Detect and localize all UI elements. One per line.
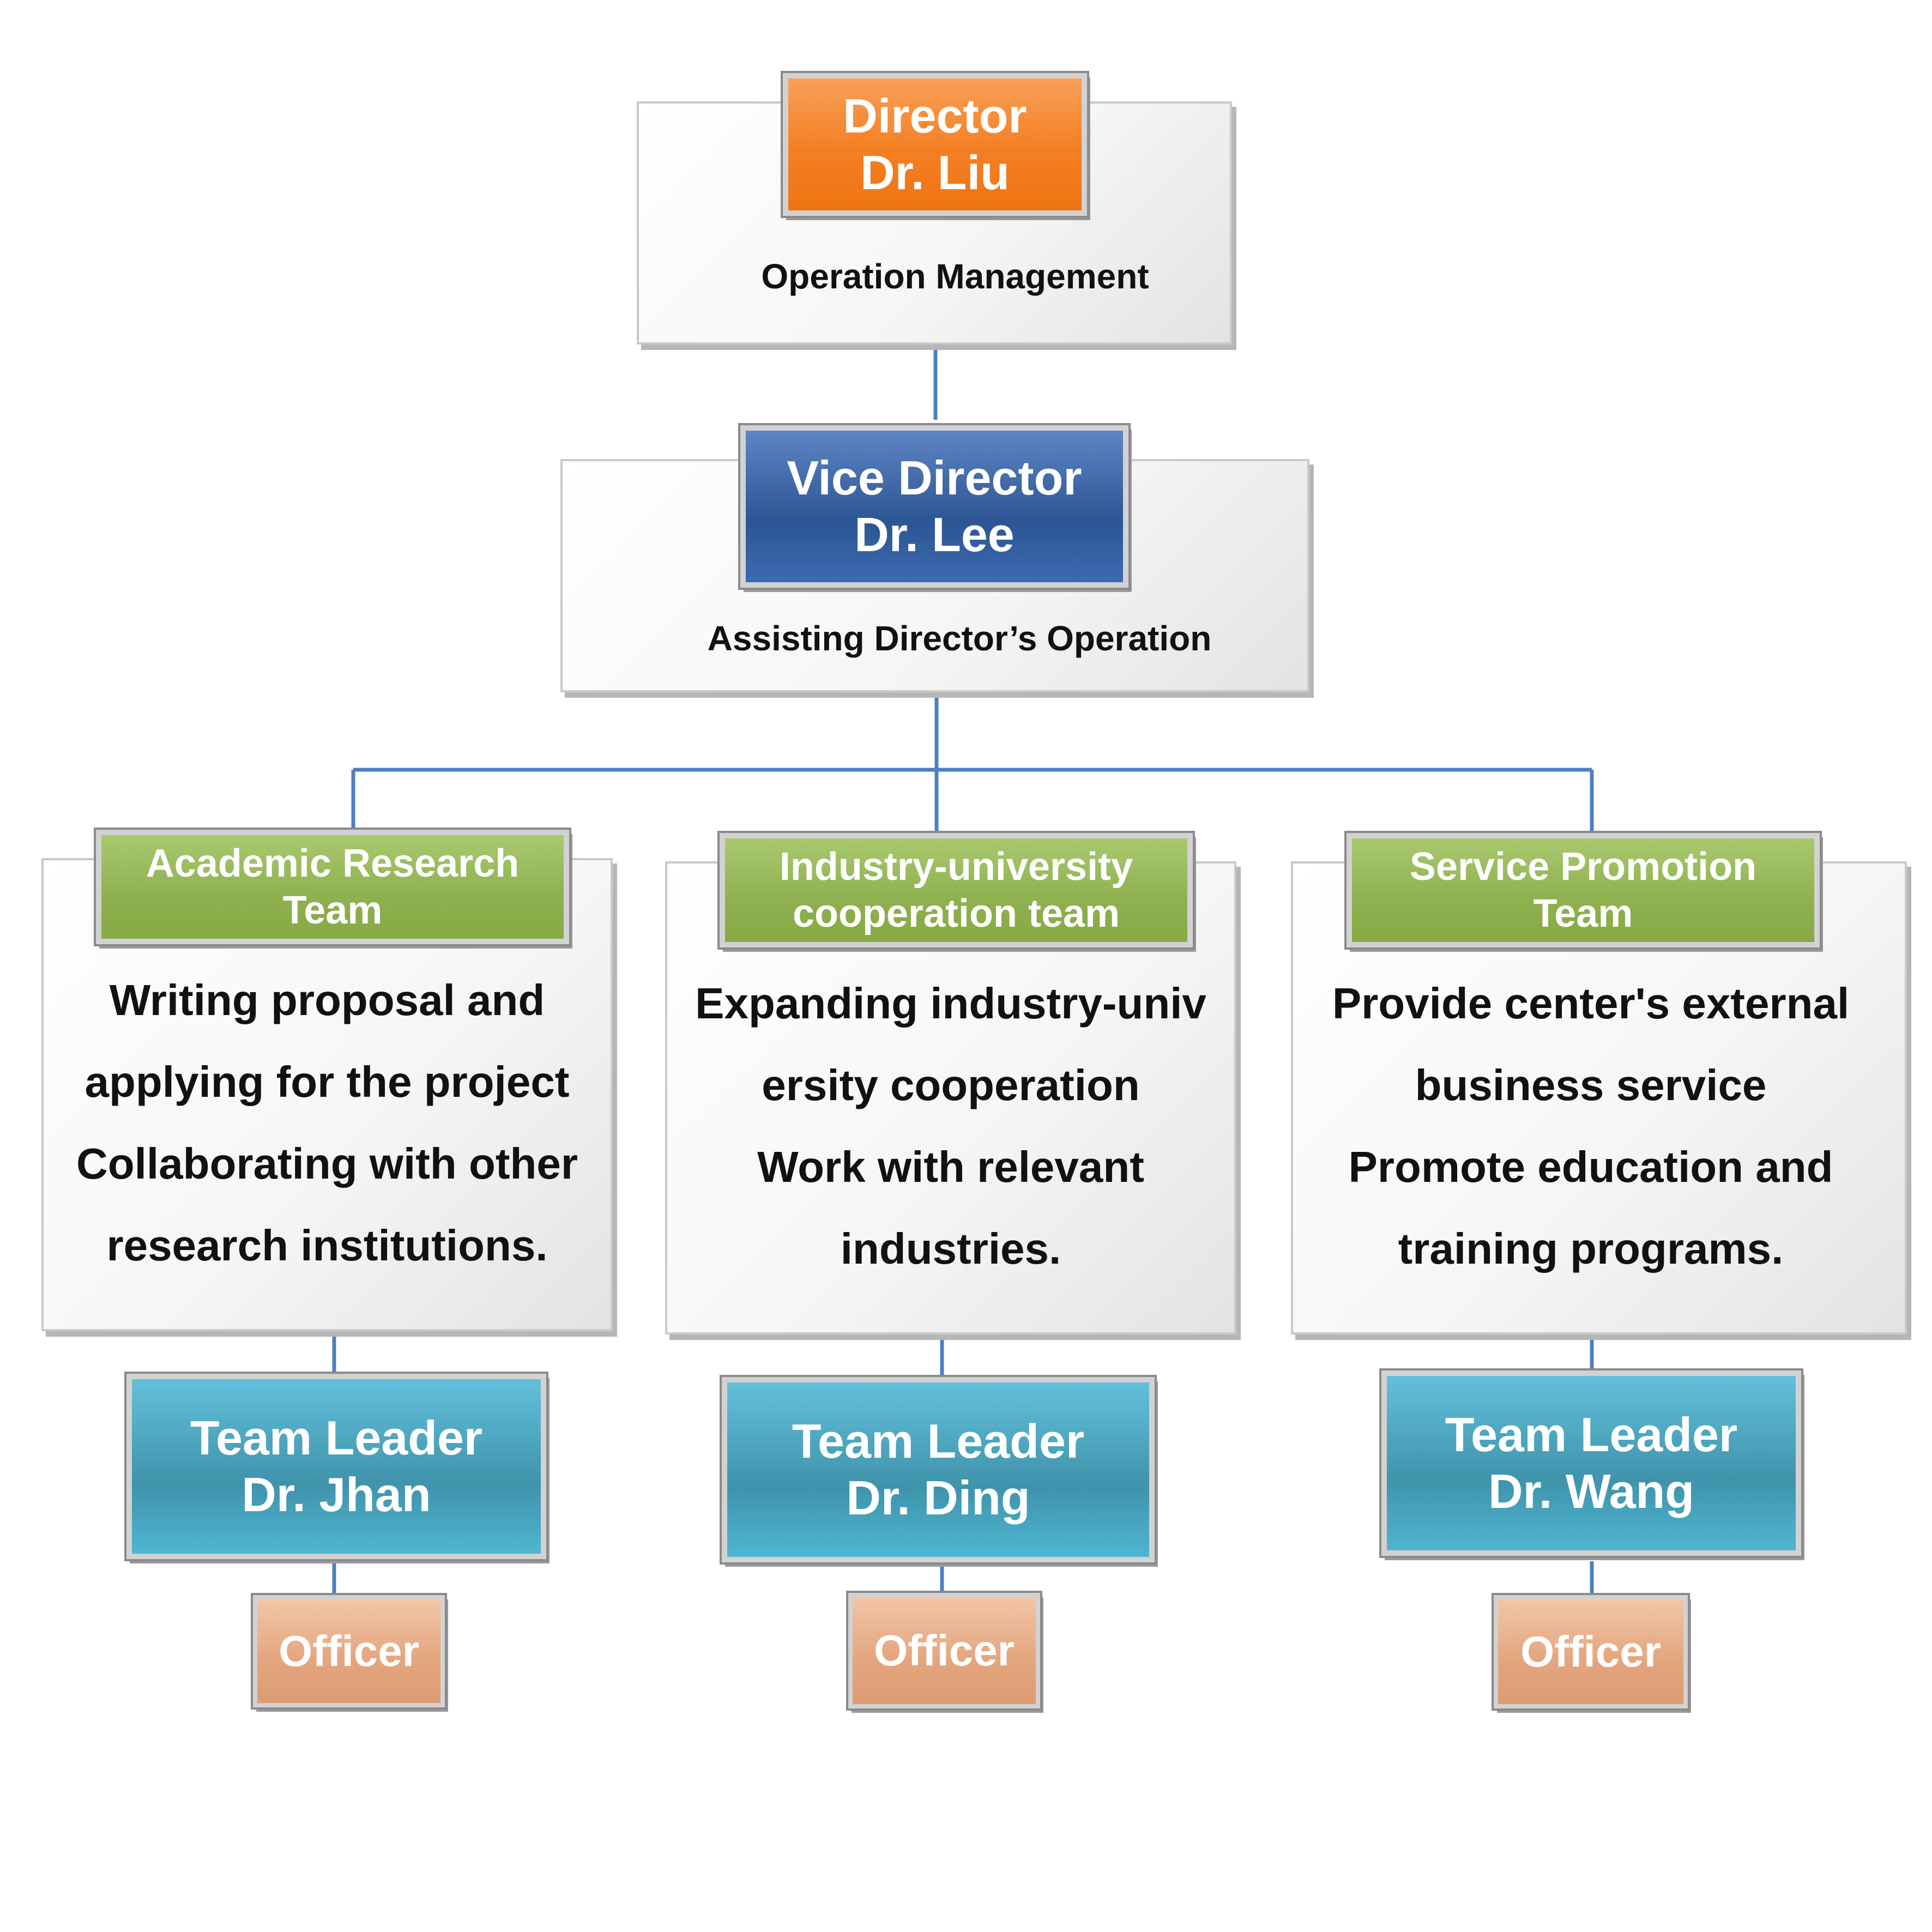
team-header-industry-university: Industry-university cooperation team: [717, 831, 1195, 950]
duty-line: ersity cooperation: [762, 1061, 1140, 1109]
duty-line: Collaborating with other: [76, 1139, 578, 1188]
director-role: Director: [843, 89, 1027, 143]
team-leader-role: Team Leader: [190, 1411, 483, 1465]
team-title-line2: cooperation team: [792, 892, 1120, 935]
vice-director-box: Vice Director Dr. Lee: [738, 423, 1131, 590]
team-duties-service-promotion: Provide center's external business servi…: [1291, 963, 1891, 1290]
team-title-line1: Industry-university: [779, 844, 1133, 889]
team-leader-box-jhan: Team Leader Dr. Jhan: [124, 1372, 548, 1561]
team-title-line2: Team: [1533, 892, 1633, 935]
team-title-line1: Academic Research: [146, 841, 520, 885]
team-leader-role: Team Leader: [1445, 1408, 1738, 1462]
duty-line: business service: [1415, 1061, 1767, 1109]
vice-director-role: Vice Director: [787, 451, 1082, 505]
duty-line: applying for the project: [84, 1058, 570, 1106]
officer-label: Officer: [279, 1626, 419, 1675]
duty-line: Work with relevant: [757, 1143, 1144, 1191]
duty-line: industries.: [840, 1224, 1061, 1273]
team-header-service-promotion: Service Promotion Team: [1344, 831, 1822, 950]
officer-label: Officer: [874, 1626, 1015, 1675]
officer-box-academic-research: Officer: [251, 1593, 447, 1710]
team-leader-name: Dr. Wang: [1488, 1464, 1695, 1518]
vice-director-duty: Assisting Director’s Operation: [707, 619, 1212, 658]
duty-line: research institutions.: [106, 1221, 548, 1270]
officer-label: Officer: [1520, 1627, 1661, 1676]
director-name: Dr. Liu: [860, 146, 1010, 200]
duty-line: Promote education and: [1348, 1143, 1833, 1191]
team-leader-box-ding: Team Leader Dr. Ding: [720, 1375, 1157, 1565]
team-duties-academic-research: Writing proposal and applying for the pr…: [41, 959, 613, 1287]
duty-line: Provide center's external: [1332, 979, 1850, 1028]
vice-director-name: Dr. Lee: [854, 508, 1015, 562]
team-title-line1: Service Promotion: [1409, 844, 1757, 889]
duty-line: Writing proposal and: [109, 976, 545, 1024]
team-leader-name: Dr. Jhan: [242, 1468, 431, 1522]
team-title-line2: Team: [282, 889, 383, 932]
duty-line: training programs.: [1398, 1224, 1784, 1273]
officer-box-service-promotion: Officer: [1492, 1593, 1690, 1711]
team-leader-role: Team Leader: [792, 1414, 1085, 1469]
officer-box-industry-university: Officer: [846, 1591, 1042, 1711]
director-box: Director Dr. Liu: [781, 71, 1089, 218]
duty-line: Expanding industry-univ: [695, 979, 1206, 1028]
team-duties-industry-university: Expanding industry-univ ersity cooperati…: [665, 963, 1236, 1290]
team-leader-name: Dr. Ding: [846, 1471, 1030, 1525]
director-duty: Operation Management: [761, 257, 1149, 296]
team-leader-box-wang: Team Leader Dr. Wang: [1379, 1368, 1803, 1558]
team-header-academic-research: Academic Research Team: [94, 828, 571, 946]
